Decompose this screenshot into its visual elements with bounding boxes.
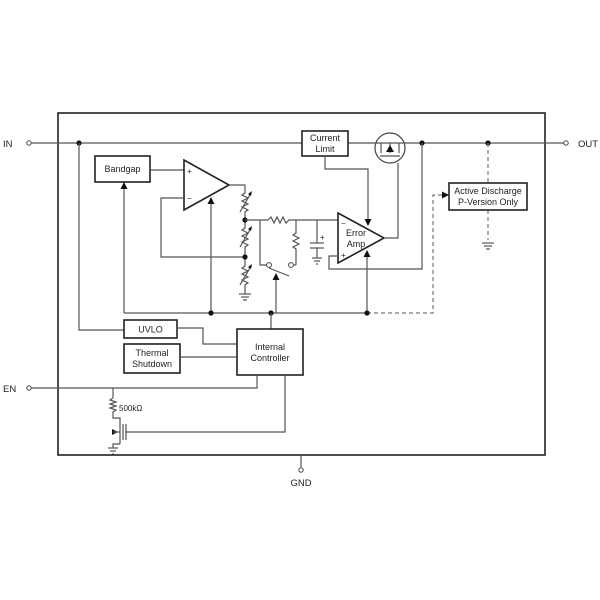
discharge-ground-icon — [482, 242, 494, 250]
arrow-bandgap-enable — [120, 182, 128, 189]
soft-start-switch — [259, 220, 296, 277]
error-amp-label-2: Amp — [347, 239, 366, 249]
wire-current-limit — [324, 156, 369, 220]
internal-controller-block: Internal Controller — [236, 328, 304, 376]
thermal-label-2: Shutdown — [132, 359, 172, 369]
wire-uvlo-to-controller — [177, 327, 237, 345]
pulldown-nmos-icon — [108, 421, 127, 455]
svg-text:−: − — [341, 219, 346, 228]
current-limit-label-1: Current — [310, 133, 341, 143]
pin-gnd-terminal — [298, 467, 304, 473]
pin-gnd-label: GND — [290, 478, 311, 489]
pin-in: IN — [3, 139, 32, 150]
wire-in-to-uvlo — [78, 143, 124, 331]
wire-erroramp-to-gate — [384, 163, 399, 239]
pin-gnd: GND — [290, 467, 312, 489]
arrow-current-limit — [364, 219, 372, 226]
pin-en-terminal — [26, 385, 32, 391]
svg-text:+: + — [341, 251, 346, 260]
uvlo-label: UVLO — [138, 325, 163, 335]
thermal-label-1: Thermal — [135, 348, 168, 358]
error-amp-label-1: Error — [346, 228, 366, 238]
pulldown-resistor-label: 500kΩ — [119, 404, 142, 413]
wire-output-feedback — [328, 143, 423, 270]
active-discharge-block: Active Discharge P-Version Only — [448, 182, 528, 211]
active-discharge-label-1: Active Discharge — [454, 186, 522, 196]
pin-out-label: OUT — [578, 139, 598, 150]
arrow-buffer-enable — [207, 197, 215, 204]
wire-controller-to-pulldown — [126, 375, 286, 433]
svg-text:+: + — [320, 233, 325, 242]
shunt-resistor — [291, 220, 301, 265]
pin-out-terminal — [563, 140, 569, 146]
current-limit-block: Current Limit — [301, 130, 349, 157]
uvlo-block: UVLO — [123, 319, 178, 339]
current-limit-label-2: Limit — [315, 144, 335, 154]
series-resistor — [267, 215, 338, 225]
wire-buffer-out — [229, 184, 246, 190]
arrow-erroramp-enable — [363, 250, 371, 257]
pin-in-label: IN — [3, 139, 13, 150]
controller-label-2: Controller — [250, 353, 289, 363]
reference-buffer-amp: + − — [183, 158, 231, 212]
buffer-plus: + — [187, 167, 192, 176]
pin-en: EN — [3, 384, 32, 395]
active-discharge-label-2: P-Version Only — [458, 197, 519, 207]
junction-bus-1 — [208, 310, 214, 316]
wire-buffer-feedback — [160, 197, 245, 258]
controller-label-1: Internal — [255, 342, 285, 352]
arrow-discharge-enable — [442, 191, 449, 199]
error-amp: − + Error Amp — [337, 211, 386, 265]
junction-bus-3 — [364, 310, 370, 316]
pin-in-terminal — [26, 140, 32, 146]
junction-ladder-mid — [242, 254, 248, 260]
pin-out: OUT — [563, 139, 598, 150]
pin-en-label: EN — [3, 384, 16, 395]
arrow-switch-control — [272, 273, 280, 280]
wire-en-to-controller — [31, 375, 258, 389]
bandgap-label: Bandgap — [104, 164, 140, 174]
pulldown-resistor — [108, 397, 121, 421]
thermal-shutdown-block: Thermal Shutdown — [123, 343, 181, 374]
resistor-ladder — [239, 190, 252, 301]
bandgap-block: Bandgap — [94, 155, 151, 183]
dash-enable-discharge — [367, 194, 443, 314]
pass-mosfet-icon — [374, 132, 406, 164]
buffer-minus: − — [187, 194, 192, 203]
soft-start-capacitor: + — [310, 220, 325, 265]
